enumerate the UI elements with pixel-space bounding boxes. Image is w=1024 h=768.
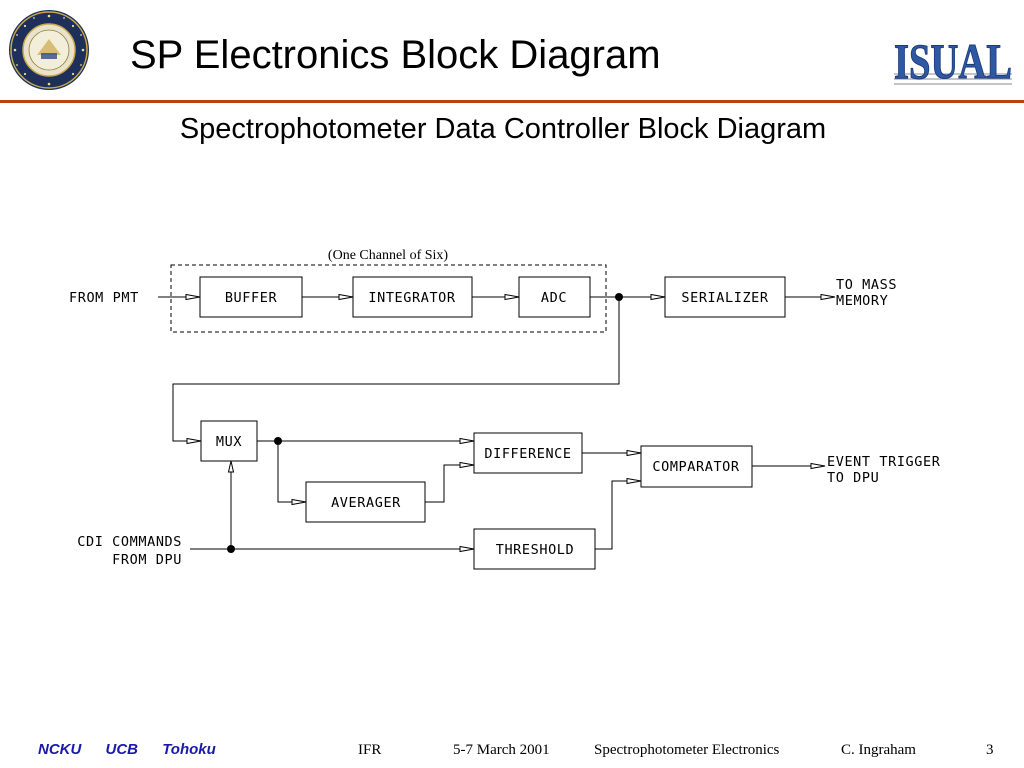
cdi-commands-label: CDI COMMANDS xyxy=(77,534,182,550)
threshold-block: THRESHOLD xyxy=(473,528,596,570)
footer-author: C. Ingraham xyxy=(841,742,916,758)
adc-label: ADC xyxy=(541,290,567,306)
comparator-block: COMPARATOR xyxy=(640,445,753,488)
footer-topic: Spectrophotometer Electronics xyxy=(594,742,780,758)
integrator-block: INTEGRATOR xyxy=(352,276,473,318)
arrowheads xyxy=(185,293,836,553)
comparator-label: COMPARATOR xyxy=(652,459,740,475)
channel-note: (One Channel of Six) xyxy=(328,248,448,263)
from-pmt-label: FROM PMT xyxy=(69,290,139,306)
buffer-label: BUFFER xyxy=(225,290,278,306)
footer: NCKU UCB Tohoku IFR 5-7 March 2001 Spect… xyxy=(0,738,1024,762)
buffer-block: BUFFER xyxy=(199,276,303,318)
to-mass-label: TO MASS xyxy=(836,277,897,293)
footer-orgs: NCKU UCB Tohoku xyxy=(38,738,236,762)
footer-event: IFR xyxy=(358,742,382,758)
threshold-label: THRESHOLD xyxy=(496,542,575,558)
memory-label: MEMORY xyxy=(836,293,888,309)
event-trigger-label: EVENT TRIGGER xyxy=(827,454,941,470)
averager-label: AVERAGER xyxy=(331,495,401,511)
serializer-block: SERIALIZER xyxy=(664,276,786,318)
subtitle: Spectrophotometer Data Controller Block … xyxy=(179,113,827,145)
integrator-label: INTEGRATOR xyxy=(368,290,456,306)
mux-label: MUX xyxy=(216,434,242,450)
page-title: SP Electronics Block Diagram xyxy=(130,33,661,77)
footer-date: 5-7 March 2001 xyxy=(453,742,550,758)
serializer-label: SERIALIZER xyxy=(681,290,769,306)
org-ncku: NCKU xyxy=(38,741,82,758)
page-number: 3 xyxy=(986,742,994,758)
junction-dots xyxy=(227,293,623,553)
isual-logo-icon: ISUAL xyxy=(894,33,1013,90)
from-dpu-label: FROM DPU xyxy=(112,552,182,568)
mux-block: MUX xyxy=(200,420,258,462)
org-ucb: UCB xyxy=(105,741,139,758)
university-seal-icon xyxy=(9,10,89,90)
signal-wires xyxy=(158,296,824,550)
channel-boundary xyxy=(170,264,607,333)
svg-text:ISUAL: ISUAL xyxy=(894,33,1012,89)
difference-label: DIFFERENCE xyxy=(484,446,571,462)
org-tohoku: Tohoku xyxy=(162,741,216,758)
header-rule xyxy=(0,100,1024,103)
adc-block: ADC xyxy=(518,276,591,318)
difference-block: DIFFERENCE xyxy=(473,432,583,474)
averager-block: AVERAGER xyxy=(305,481,426,523)
to-dpu-label: TO DPU xyxy=(827,470,879,486)
